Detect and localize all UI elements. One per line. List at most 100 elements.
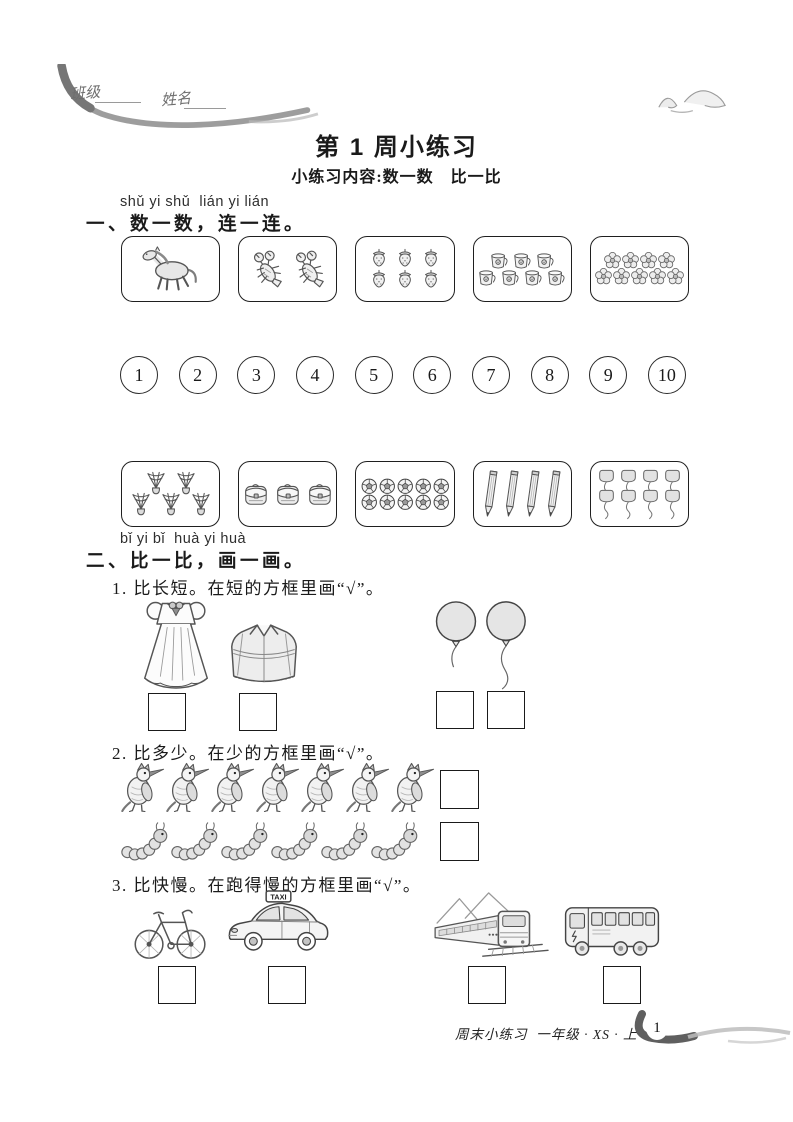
balloon-icon-row: [598, 489, 681, 520]
schoolbag-icon: [309, 484, 331, 505]
answer-box-taxi[interactable]: [268, 966, 306, 1004]
mug-picture-box[interactable]: [472, 236, 572, 302]
number-circle-5[interactable]: 5: [354, 356, 393, 394]
answer-box-caterpillars[interactable]: [440, 822, 479, 861]
mug-icon: [548, 270, 565, 286]
woodpecker-row: [120, 762, 435, 812]
balloon-short-string-icon: [435, 601, 477, 668]
football-icon: [415, 478, 431, 494]
name-blank-line[interactable]: [184, 108, 226, 109]
taxi-icon: TAXI: [228, 890, 329, 951]
flower-icon: [649, 268, 666, 285]
football-icon: [361, 478, 377, 494]
class-blank-line[interactable]: [95, 102, 141, 103]
football-icon: [433, 494, 449, 510]
schoolbag-icon-row: [242, 482, 333, 506]
balloon-short-string-figure: [434, 599, 478, 671]
answer-box-bicycle[interactable]: [158, 966, 196, 1004]
caterpillar-row: [120, 821, 420, 861]
mug-icon-row: [477, 269, 567, 286]
answer-box-jacket[interactable]: [239, 693, 277, 731]
mug-icon: [491, 253, 508, 269]
balloon-icon: [621, 489, 636, 519]
caterpillar-icon: [221, 822, 268, 861]
flower-icon: [667, 268, 684, 285]
strawberry-picture-box[interactable]: [355, 236, 455, 302]
answer-box-dress[interactable]: [148, 693, 186, 731]
bus-figure: [562, 903, 662, 961]
football-icon: [415, 494, 431, 510]
strawberry-icon-row: [369, 269, 441, 290]
lobster-icon-row: [251, 250, 325, 288]
answer-box-balloon-short[interactable]: [436, 691, 474, 729]
lobster-picture-box[interactable]: [238, 236, 338, 302]
strawberry-icon: [373, 248, 385, 267]
shuttlecock-icon: [147, 471, 165, 495]
number-circle-4[interactable]: 4: [295, 356, 334, 394]
mug-icon: [537, 253, 554, 269]
dress-figure: [134, 598, 218, 692]
flower-icon-row: [604, 252, 675, 269]
number-circle-9[interactable]: 9: [589, 356, 628, 394]
woodpecker-icon: [346, 762, 390, 812]
flower-icon-row: [595, 268, 684, 285]
pencil-picture-box[interactable]: [472, 461, 572, 527]
flower-picture-box[interactable]: [589, 236, 690, 302]
mountains-decoration: [658, 90, 726, 113]
caterpillar-icon: [271, 822, 318, 861]
answer-box-balloon-long[interactable]: [487, 691, 525, 729]
caterpillar-icon: [171, 822, 218, 861]
flower-icon: [613, 268, 630, 285]
horse-icon-row: [136, 246, 206, 292]
bicycle-icon: [134, 909, 206, 959]
schoolbag-picture-box[interactable]: [238, 461, 338, 527]
shuttlecock-picture-box[interactable]: [121, 461, 221, 527]
page-title: 第 1 周小练习: [315, 134, 478, 161]
number-circle-8[interactable]: 8: [530, 356, 569, 394]
number-circle-3[interactable]: 3: [237, 356, 276, 394]
shuttlecock-icon: [132, 492, 150, 516]
brush-stroke-decoration: [57, 64, 319, 128]
football-icon-row: [361, 478, 450, 495]
shuttlecock-icon: [162, 492, 180, 516]
picture-row-1: [121, 236, 690, 302]
football-icon: [379, 478, 395, 494]
section1-heading: 一、数一数，连一连。: [86, 213, 307, 234]
caterpillar-icon: [371, 822, 418, 861]
answer-box-woodpeckers[interactable]: [440, 770, 479, 809]
number-circle-2[interactable]: 2: [178, 356, 217, 394]
mug-icon: [525, 270, 542, 286]
pencil-icon-row: [484, 469, 561, 519]
number-circle-7[interactable]: 7: [471, 356, 510, 394]
balloon-icon-row: [598, 469, 681, 500]
football-icon: [433, 478, 449, 494]
horse-picture-box[interactable]: [121, 236, 221, 302]
flower-icon: [622, 252, 639, 269]
picture-row-2: [121, 461, 690, 527]
football-picture-box[interactable]: [355, 461, 455, 527]
balloon-picture-box[interactable]: [589, 461, 690, 527]
train-icon: [434, 892, 549, 957]
caterpillar-icon: [121, 822, 168, 861]
number-circle-6[interactable]: 6: [413, 356, 452, 394]
number-circle-10[interactable]: 10: [647, 356, 686, 394]
jacket-figure: [221, 621, 307, 690]
balloon-long-string-icon: [486, 601, 526, 690]
flower-icon: [640, 252, 657, 269]
football-icon: [397, 478, 413, 494]
balloon-icon: [665, 489, 680, 519]
caterpillar-icon: [321, 822, 368, 861]
class-label: 班级: [69, 82, 101, 104]
jacket-icon: [231, 624, 297, 683]
balloon-icon: [599, 469, 614, 499]
answer-box-bus[interactable]: [603, 966, 641, 1004]
answer-box-train[interactable]: [468, 966, 506, 1004]
balloon-icon: [643, 489, 658, 519]
woodpecker-icon: [391, 762, 435, 812]
football-icon: [361, 494, 377, 510]
number-circle-1[interactable]: 1: [120, 356, 158, 394]
train-figure: [432, 889, 555, 961]
page-number: 1: [646, 1016, 668, 1040]
